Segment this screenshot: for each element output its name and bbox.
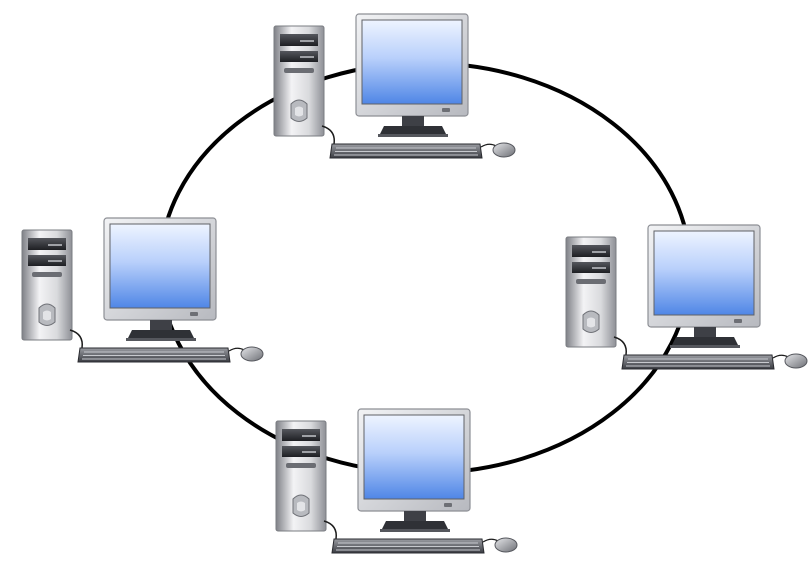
computer-node-top[interactable] [273,13,516,159]
computer-node-left[interactable] [21,217,264,363]
computer-node-right[interactable] [565,224,808,370]
computer-node-bottom[interactable] [275,408,518,554]
